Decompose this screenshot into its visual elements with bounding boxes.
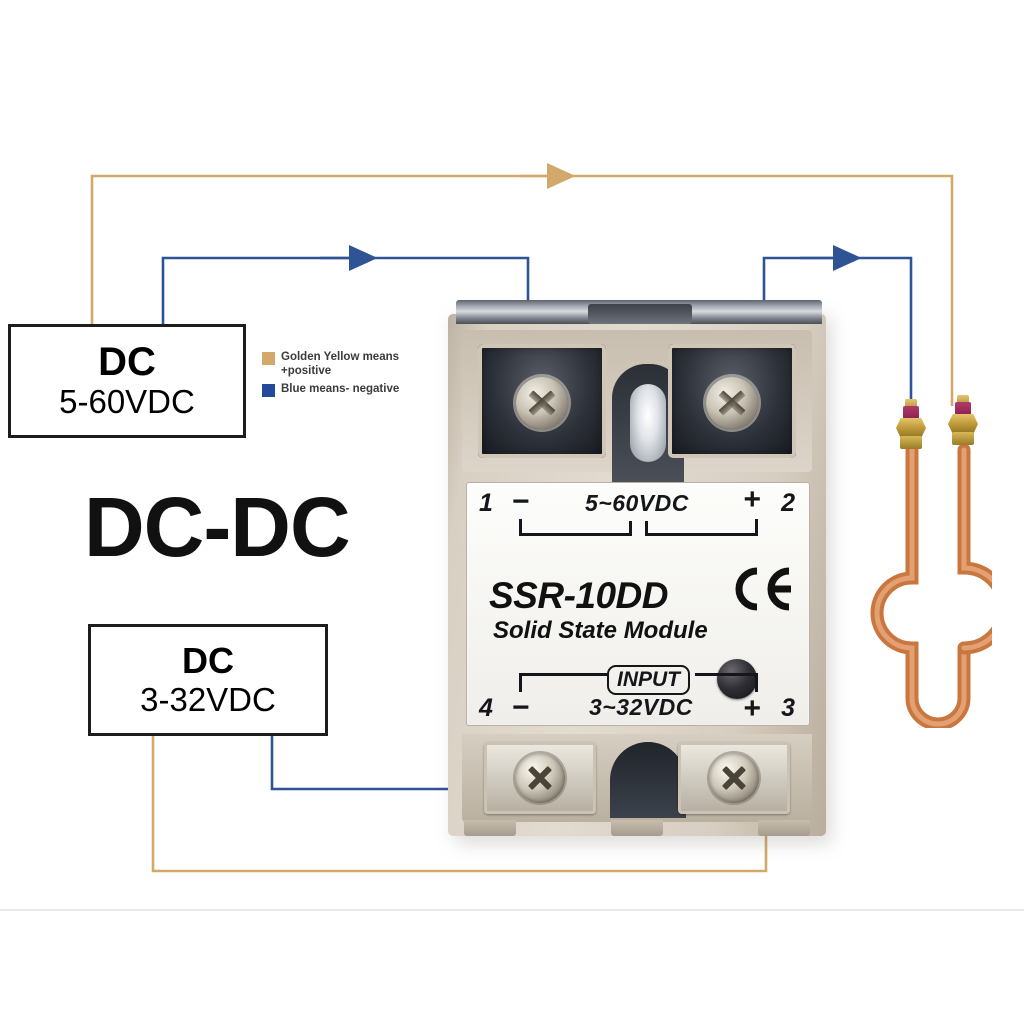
label-terminal-number-1: 1: [479, 489, 493, 517]
label-input-voltage: 3~32VDC: [589, 694, 693, 720]
terminal-block-3: [678, 742, 790, 814]
lower-center-arch: [610, 742, 686, 818]
label-bracket-top-left: [519, 519, 632, 536]
dc-source-box-upper: DC 5-60VDC: [8, 324, 246, 438]
label-sign-plus-top: +: [743, 483, 761, 516]
terminal-screw-2: [706, 377, 758, 430]
dc-source-upper-title: DC: [98, 340, 156, 385]
ssr-relay-module: 1 − 5~60VDC + 2 SSR-10DD Solid State Mod…: [448, 300, 838, 845]
legend-positive-line1: Golden Yellow means: [281, 351, 400, 363]
heater-terminal-post-left: [896, 398, 926, 454]
terminal-block-2: [668, 344, 796, 458]
legend-swatch-negative: [262, 383, 275, 397]
terminal-screw-1: [516, 377, 568, 430]
relay-foot-left: [464, 820, 516, 836]
label-bracket-top-gap-r: [645, 521, 648, 535]
relay-foot-center: [611, 820, 663, 836]
dc-source-lower-title: DC: [182, 639, 234, 681]
label-terminal-number-2: 2: [781, 489, 795, 517]
label-terminal-number-4: 4: [479, 694, 493, 722]
label-bracket-top-gap-l: [629, 521, 632, 535]
relay-foot-right: [758, 820, 810, 836]
legend: Golden Yellow means +positive Blue means…: [262, 350, 437, 400]
dc-source-lower-range: 3-32VDC: [140, 680, 276, 718]
label-terminal-number-3: 3: [781, 694, 795, 722]
legend-positive-line2: +positive: [281, 365, 332, 378]
post-left-brass-cap: [905, 399, 917, 408]
post-right-ceramic-insulator: [955, 402, 971, 415]
label-bracket-bottom-right: [695, 673, 758, 692]
post-right-brass-cap: [957, 395, 969, 404]
terminal-screw-4: [515, 753, 565, 803]
heater-terminal-post-right: [948, 394, 978, 450]
dc-source-upper-range: 5-60VDC: [59, 383, 195, 421]
label-sign-plus-bottom: +: [743, 692, 761, 725]
diagram-title: DC-DC: [84, 480, 351, 574]
post-right-hex-nut: [948, 414, 978, 434]
upper-terminal-trough: [462, 330, 812, 496]
legend-label-negative: Blue means- negative: [281, 382, 400, 395]
legend-item-positive: Golden Yellow means +positive: [262, 350, 437, 379]
relay-top-metal-plate: [456, 300, 822, 324]
post-right-lower-nut: [952, 432, 974, 445]
lower-terminal-trough: [462, 734, 812, 822]
post-left-hex-nut: [896, 418, 926, 438]
label-bracket-top-right: [645, 519, 758, 536]
terminal-screw-3: [709, 753, 759, 803]
relay-input-badge: INPUT: [607, 665, 690, 695]
label-bracket-bottom-left: [519, 673, 608, 692]
label-sign-minus-bottom: −: [512, 691, 530, 724]
post-left-ceramic-insulator: [903, 406, 919, 419]
relay-model-text: SSR-10DD: [489, 575, 669, 616]
legend-item-negative: Blue means- negative: [262, 382, 437, 397]
legend-swatch-positive: [262, 352, 275, 365]
post-left-lower-nut: [900, 436, 922, 449]
label-sign-minus-top: −: [512, 485, 530, 518]
terminal-block-4: [484, 742, 596, 814]
wire-input-negative: [270, 736, 530, 791]
legend-label-positive: Golden Yellow means +positive: [281, 350, 399, 379]
label-output-voltage: 5~60VDC: [585, 490, 689, 516]
copper-heating-element: [862, 395, 1011, 731]
ce-mark-icon: [735, 567, 791, 611]
dc-source-box-lower: DC 3-32VDC: [88, 624, 328, 736]
terminal-block-1: [478, 344, 606, 458]
status-led-indicator: [717, 659, 757, 699]
relay-subtitle-text: Solid State Module: [493, 617, 708, 644]
relay-printed-label: 1 − 5~60VDC + 2 SSR-10DD Solid State Mod…: [466, 482, 810, 726]
